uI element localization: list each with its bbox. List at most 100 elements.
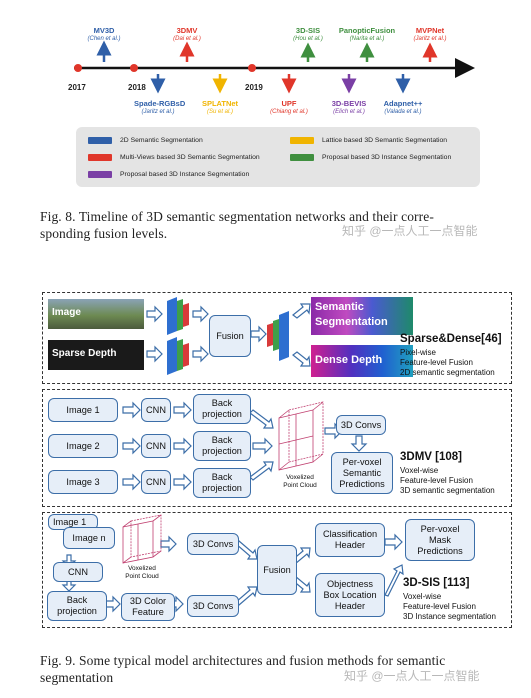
projection-label: projection [202,446,242,456]
network-name: SPLATNet [201,99,239,108]
year-2019: 2019 [245,83,263,92]
semantic-label: Semantic [315,301,364,313]
3d-convs-label: 3D Convs [192,600,234,611]
segmentation-label: Segmentation [315,316,388,328]
encoder-block [167,337,177,375]
decoder-block [267,323,273,347]
network-name: MVPNet [415,26,445,35]
legend-label: Proposal based 3D Instance Segmentation [120,171,250,178]
year-2017: 2017 [68,83,86,92]
legend-item: Proposal based 3D Instance Segmentation [88,171,249,178]
arrow-icon [235,586,258,606]
back-label: Back [211,435,233,445]
arrow-icon [122,473,141,491]
network-authors: (Jaritz et al.) [413,36,447,42]
arrow-icon [350,435,368,452]
network-name: Spade-RGBsD [134,99,186,108]
legend-item: Multi-Views based 3D Semantic Segmentati… [88,154,260,161]
arrow-icon [292,351,311,367]
network-authors: (Hou et al.) [293,36,323,42]
legend-item: 2D Semantic Segmentation [88,137,203,144]
3dsis-label: 3D-SIS (Hou et al.) [288,26,328,44]
arrow-icon [249,461,274,481]
upf-label: UPF (Chiang et al.) [267,99,311,117]
projection-label: projection [57,606,97,616]
network-name: 3D-BEVIS [331,99,367,108]
imagen-label: Image n [72,532,106,543]
legend-label: Multi-Views based 3D Semantic Segmentati… [120,154,260,161]
cnn-node: CNN [141,470,171,494]
encoder-block [167,297,177,335]
image3-node: Image 3 [48,470,118,494]
encoder-block [183,303,189,327]
legend-swatch [88,154,112,161]
arrow-icon [173,473,192,491]
network-authors: (Elich et al.) [333,109,365,115]
imagen-node: Image n [63,527,115,549]
3d-convs-node: 3D Convs [336,415,386,435]
voxelized-line: Voxelized [128,565,156,572]
cnn-node: CNN [141,434,171,458]
cnn-label: CNN [146,440,166,451]
pv-line: Predictions [339,478,385,489]
year-dot-2019 [248,64,256,72]
network-authors: (Chen et al.) [87,36,121,42]
image-thumbnail: Image [48,299,144,329]
color-line: 3D Color [129,596,167,606]
panel-info-line: 3D semantic segmentation [400,486,495,495]
voxelized-line: Voxelized [286,474,314,481]
cls-line: Header [334,540,366,550]
3d-convs-node: 3D Convs [187,595,239,617]
network-name: MV3D [93,26,115,35]
watermark: 知乎 @一点人工一点智能 [344,669,480,683]
decoder-block [279,311,289,361]
image1-label: Image 1 [66,404,100,415]
panel-info-line: Voxel-wise [400,466,439,475]
dense-depth-label: Dense Depth [315,354,383,366]
fusion-node: Fusion [257,545,297,595]
voxelized-line: Point Cloud [125,573,159,580]
image1-node: Image 1 [48,398,118,422]
panoptic-label: PanopticFusion (Narita et al.) [337,26,397,44]
3dmv-label: 3DMV (Dai et al.) [167,26,207,44]
image1-label: Image 1 [53,516,87,527]
encoder-block [177,299,183,331]
panel-title: 3D-SIS [113] [403,577,470,589]
legend-swatch [290,154,314,161]
arrow-icon [192,345,209,363]
network-authors: (Su et al.) [206,109,233,115]
network-name: Adapnet++ [383,99,423,108]
obj-line: Objectness [327,578,373,589]
panel-info-line: Feature-level Fusion [400,358,473,367]
timeline-figure: 2017 2018 2019 MV3D (Chen et al.) 3DMV (… [40,2,480,192]
arrow-icon [122,401,141,419]
fig9-caption-line2: segmentation [40,670,114,685]
3d-convs-node: 3D Convs [187,533,239,555]
pv-line: Semantic [342,467,382,478]
legend-swatch [88,137,112,144]
decoder-block [273,319,279,351]
fig8-caption-line2: sponding fusion levels. [40,226,168,241]
back-label: Back [66,595,88,605]
legend-label: 2D Semantic Segmentation [120,137,203,144]
sparse-dense-network-graphic [146,297,311,375]
voxelized-label: Voxelized Point Cloud [117,565,167,581]
pv-line: Per-voxel [342,456,382,467]
arrow-icon [160,535,177,553]
fig8-caption-line1: Fig. 8. Timeline of 3D semantic segmenta… [40,209,434,224]
network-authors: (Narita et al.) [349,36,385,42]
color-line: Feature [132,607,164,617]
arrow-icon [384,533,403,551]
projection-label: projection [202,483,242,493]
cnn-node: CNN [141,398,171,422]
3d-convs-label: 3D Convs [192,538,234,549]
arrow-icon [249,409,274,429]
panel-title: 3DMV [108] [400,451,462,463]
year-dot-2017 [74,64,82,72]
